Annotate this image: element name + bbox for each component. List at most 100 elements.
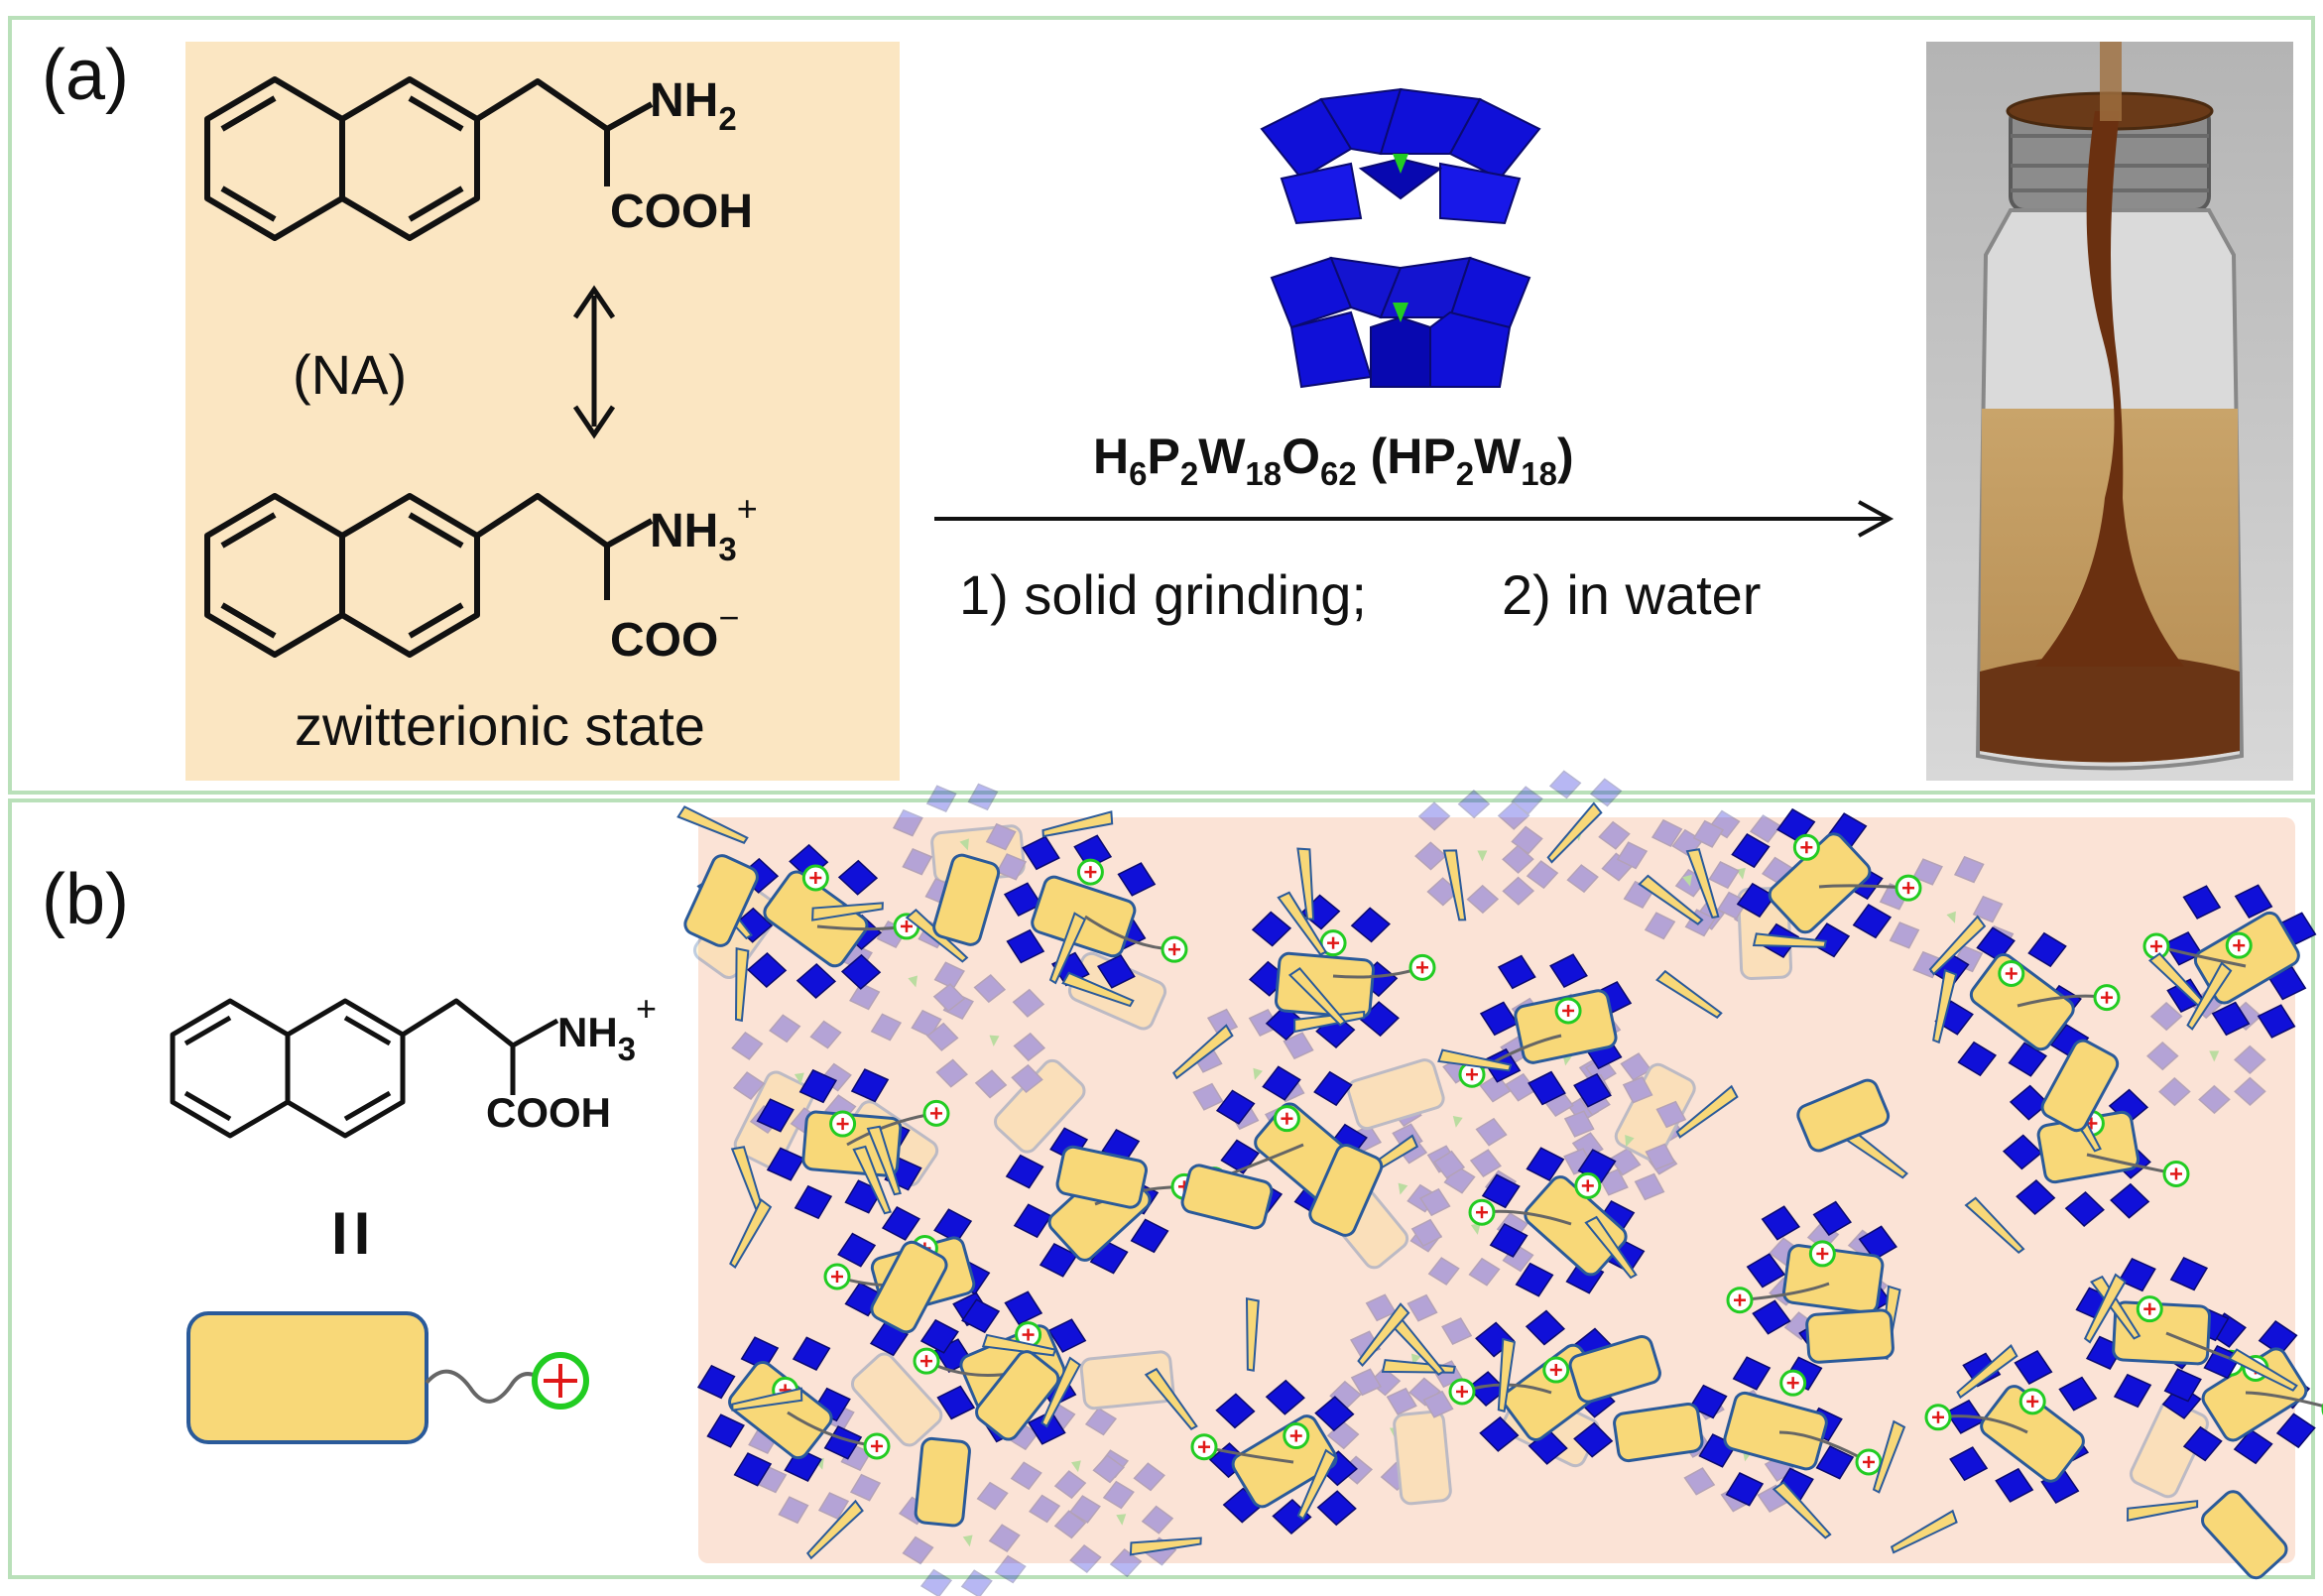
rod-sliver — [1172, 1024, 1234, 1080]
charge-icon — [863, 1432, 891, 1460]
vial-photo — [1926, 42, 2293, 781]
polyoxometalate-cluster-icon — [1260, 87, 1541, 389]
rod-sliver — [1287, 967, 1347, 1027]
rod — [932, 853, 1001, 946]
rod-sliver — [1685, 848, 1720, 920]
rod-sliver — [1956, 1344, 2018, 1400]
rod-sliver — [1296, 847, 1315, 921]
rod — [2112, 1300, 2212, 1366]
rod — [850, 1352, 943, 1447]
rod-sliver — [2228, 1348, 2298, 1392]
rod-sliver — [852, 1145, 893, 1215]
charge-icon — [1998, 959, 2025, 987]
rod — [1796, 1078, 1891, 1153]
panel-b-label: (b) — [42, 860, 129, 939]
charge-icon — [1792, 833, 1820, 861]
rod — [1969, 952, 2075, 1051]
charge-icon — [922, 1099, 950, 1127]
rod — [1613, 1402, 1704, 1463]
rod-sliver — [1048, 912, 1087, 985]
charge-icon — [1554, 997, 1582, 1025]
charge-icon — [2162, 1160, 2190, 1187]
rod-sliver — [676, 805, 749, 844]
charge-icon — [1273, 1105, 1300, 1133]
zwitterionic-state-label: zwitterionic state — [295, 694, 705, 757]
rod — [1568, 1334, 1661, 1404]
rod — [1614, 1062, 1696, 1162]
rod — [1524, 1175, 1628, 1277]
step-2-label: 2) in water — [1502, 563, 1762, 626]
rod-sliver — [2186, 961, 2233, 1031]
rod-sliver — [1932, 968, 1958, 1044]
rod — [1514, 989, 1618, 1064]
rod — [1768, 832, 1872, 934]
pom-cluster — [925, 973, 1046, 1099]
naphthalene-structure-top — [204, 76, 654, 241]
rod-sliver — [805, 1499, 864, 1560]
step-1-label: 1) solid grinding; — [959, 563, 1367, 626]
charge-icon — [913, 1347, 940, 1375]
reagent-formula: H6P2W18O62 (HP2W18) — [1093, 429, 1574, 492]
rod-sliver — [1041, 810, 1114, 838]
rod-sliver — [1357, 1302, 1410, 1367]
rod-sliver — [2083, 1273, 2127, 1344]
naphthalene-structure-bottom — [204, 493, 654, 658]
rod-sliver — [1655, 969, 1723, 1020]
rod-sliver — [1675, 1084, 1739, 1139]
charge-icon — [2225, 931, 2253, 959]
rod-sliver — [1442, 849, 1467, 921]
panel-a-label: (a) — [42, 36, 129, 115]
pom-cluster — [756, 1068, 922, 1220]
rod-sliver — [866, 1125, 902, 1196]
charge-icon — [1468, 1198, 1496, 1226]
pom-cluster — [1007, 1403, 1135, 1524]
charge-icon — [823, 1263, 851, 1290]
rod-sliver — [811, 902, 884, 921]
pom-cluster — [1414, 789, 1535, 915]
amine-group-top: NH2 — [650, 74, 737, 137]
rod-sliver — [1040, 1356, 1081, 1428]
rod-sliver — [1772, 1481, 1832, 1539]
charge-icon — [1808, 1240, 1836, 1268]
charge-icon — [1895, 874, 1922, 902]
rod-sliver — [1497, 1337, 1517, 1413]
charge-icon — [1726, 1287, 1754, 1314]
ammonium-group-bottom: NH3+ — [650, 488, 758, 567]
rod — [975, 1350, 1060, 1441]
carboxyl-group-b: COOH — [486, 1089, 611, 1136]
rod-sliver — [981, 1333, 1057, 1357]
rod-sliver — [2090, 1275, 2141, 1340]
rod-sliver — [1546, 801, 1603, 864]
pom-cluster — [1326, 1367, 1448, 1491]
rod — [683, 854, 759, 947]
ammonium-group-b: NH3+ — [557, 988, 658, 1067]
rod-sliver — [1277, 891, 1328, 956]
rod — [1393, 1410, 1452, 1506]
charge-icon — [829, 1110, 857, 1138]
panel-a: (a) NH2 COOH (NA) — [8, 16, 2315, 795]
charge-icon — [1855, 1448, 1883, 1476]
charge-icon — [2136, 1295, 2163, 1323]
rod — [1723, 1391, 1828, 1471]
charge-icon — [1015, 1321, 1042, 1349]
rod-sliver — [1872, 1419, 1906, 1494]
rod — [1980, 1385, 2085, 1483]
charge-icon — [2142, 932, 2170, 960]
rod-sliver — [1129, 1536, 1202, 1556]
charge-icon — [1574, 1171, 1602, 1199]
pom-cluster — [1208, 1379, 1358, 1535]
reaction-arrow-icon — [934, 500, 1895, 538]
charge-icon — [1190, 1433, 1218, 1461]
rod — [1805, 1308, 1895, 1364]
panel-b: (b) NH3+ COOH II — [8, 770, 2323, 1596]
rod — [914, 1436, 971, 1528]
pom-cluster — [1248, 894, 1400, 1048]
rod — [2040, 1039, 2120, 1133]
charge-icon — [1924, 1404, 1952, 1431]
rod-sliver — [731, 1387, 803, 1412]
pom-cluster — [1511, 770, 1634, 894]
double-arrow-icon — [572, 285, 616, 439]
rod-sliver — [1245, 1297, 1260, 1372]
rod-sliver — [1061, 971, 1135, 1008]
charge-icon — [1448, 1378, 1476, 1406]
